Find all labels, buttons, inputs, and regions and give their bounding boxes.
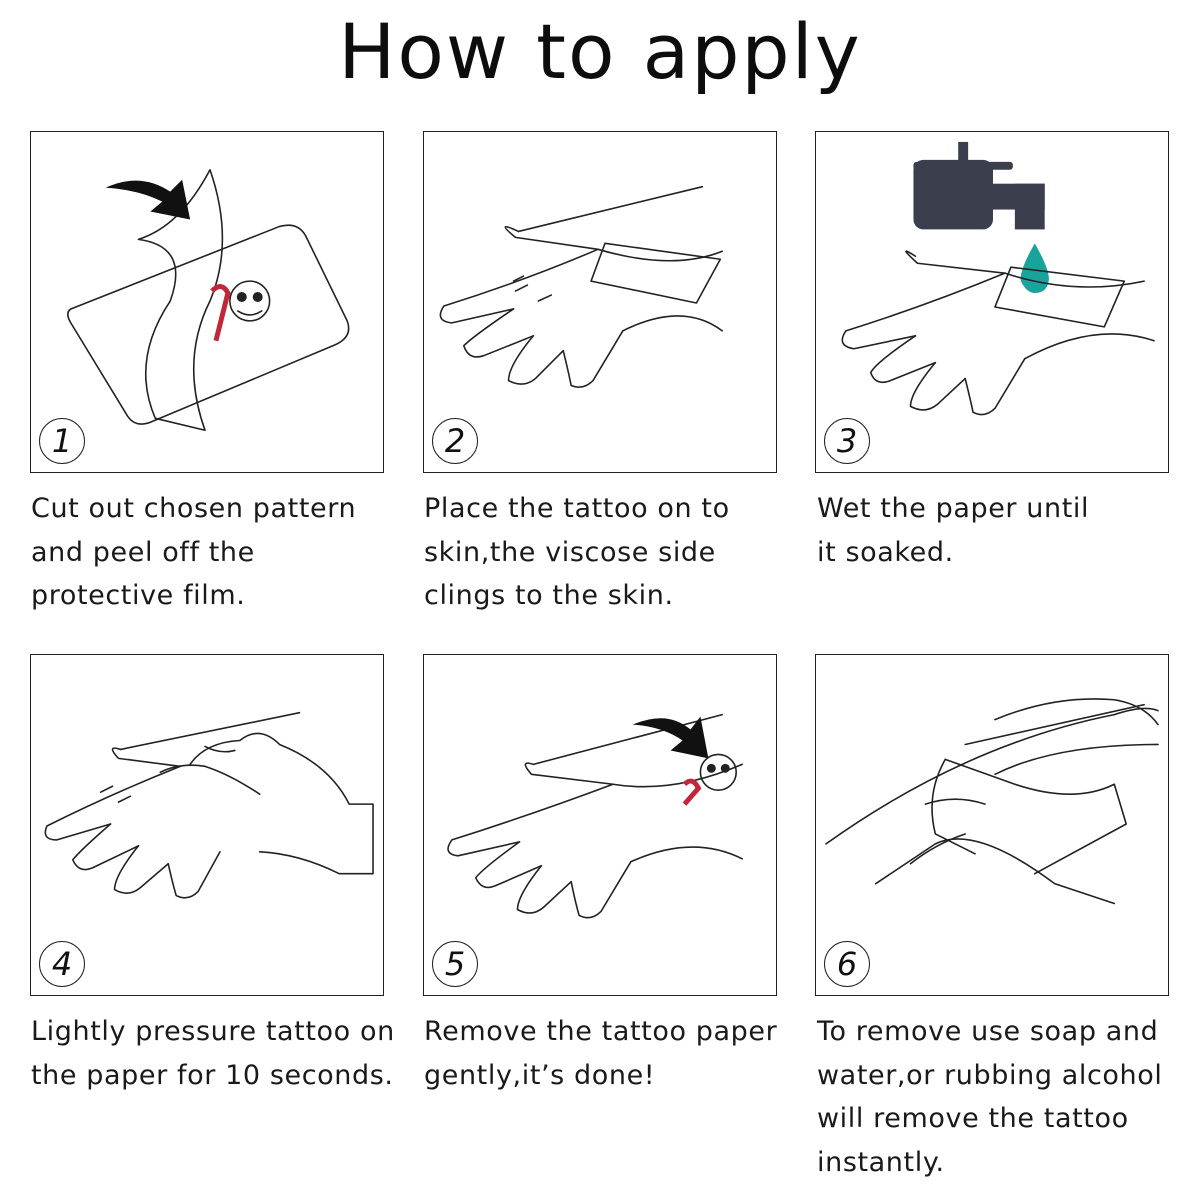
page-title: How to apply — [338, 7, 862, 96]
remove-paper-illustration — [447, 713, 743, 919]
faucet-icon — [913, 141, 1045, 230]
wash-off-illustration — [825, 698, 1159, 905]
remove-arrow-icon — [632, 716, 709, 759]
step-number: 5 — [432, 941, 478, 987]
water-drop-icon — [1020, 243, 1049, 294]
step-number: 6 — [824, 941, 870, 987]
step-number: 2 — [432, 418, 478, 464]
step-number: 1 — [39, 418, 85, 464]
skull-icon — [229, 280, 271, 322]
step-number: 4 — [39, 941, 85, 987]
step-2-panel: 2 — [423, 131, 777, 473]
wet-paper-illustration — [841, 141, 1155, 416]
step-5-caption: Remove the tattoo paper gently,it’s done… — [424, 1016, 778, 1091]
step-2-caption: Place the tattoo on to skin,the viscose … — [424, 493, 730, 611]
step-1-caption: Cut out chosen pattern and peel off the … — [31, 493, 357, 611]
step-4-caption: Lightly pressure tattoo on the paper for… — [31, 1016, 395, 1091]
skull-icon — [699, 753, 737, 791]
candy-cane-icon — [682, 778, 702, 806]
step-1-panel: 1 — [30, 131, 384, 473]
step-3-caption: Wet the paper until it soaked. — [817, 493, 1090, 568]
candy-cane-icon — [210, 284, 231, 342]
step-5-panel: 5 — [423, 654, 777, 996]
step-6-panel: 6 — [815, 654, 1169, 996]
peel-film-illustration — [67, 168, 350, 432]
step-6-caption: To remove use soap and water,or rubbing … — [817, 1016, 1163, 1178]
peel-arrow-icon — [105, 179, 191, 220]
step-3-panel: 3 — [815, 131, 1169, 473]
press-tattoo-illustration — [44, 711, 374, 899]
step-4-panel: 4 — [30, 654, 384, 996]
step-number: 3 — [824, 418, 870, 464]
place-tattoo-illustration — [439, 185, 724, 388]
